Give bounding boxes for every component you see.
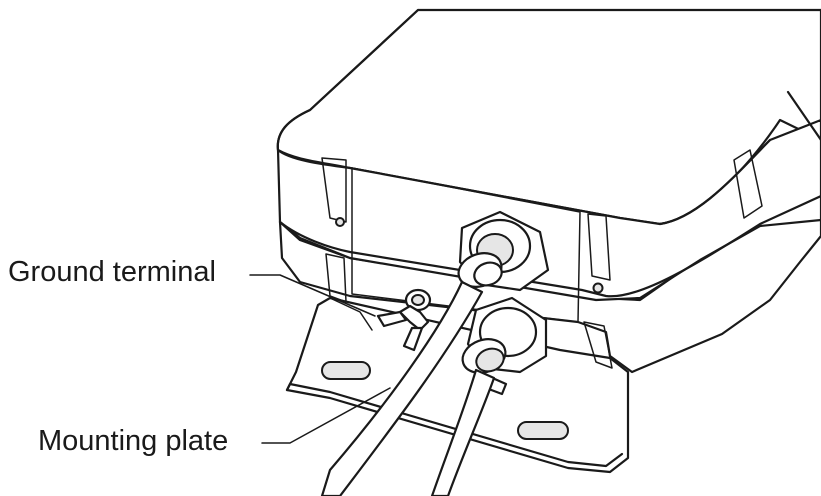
cables	[320, 280, 496, 496]
mounting-plate	[285, 296, 630, 474]
mounting-slot-left	[321, 361, 371, 380]
enclosure	[276, 8, 821, 374]
mounting-plate-leader	[261, 387, 391, 444]
cable-gland-upper	[457, 210, 550, 292]
ground-terminal-leader	[249, 274, 376, 317]
ground-terminal-label: Ground terminal	[8, 256, 216, 288]
cable-gland-lower	[461, 296, 548, 396]
ground-terminal	[376, 288, 432, 352]
mounting-plate-label: Mounting plate	[38, 425, 229, 457]
mounting-slot-right	[517, 421, 569, 440]
